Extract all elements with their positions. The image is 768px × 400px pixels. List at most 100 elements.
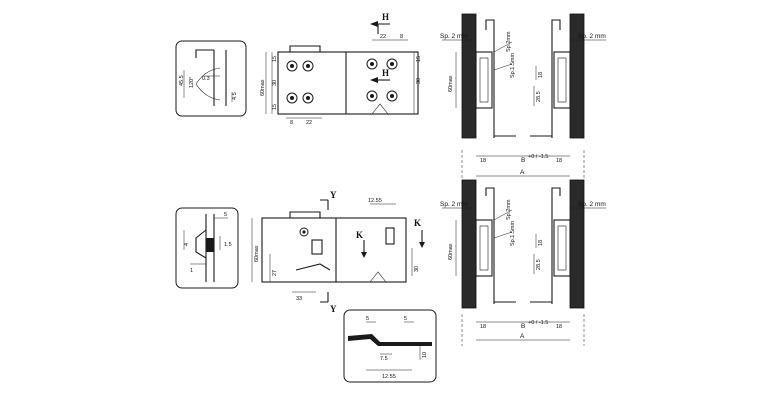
detail-label: 1.5 — [224, 242, 232, 248]
plate-outline — [261, 217, 407, 283]
thickness-label: Sp. 2 mm — [440, 201, 468, 208]
angle-arc — [195, 67, 221, 101]
dim-label: 22 — [380, 34, 386, 40]
hook-profile — [195, 49, 214, 58]
dim-label: 18 — [480, 158, 486, 164]
plate-outline — [277, 51, 419, 115]
drawer-side-right — [551, 187, 561, 304]
detail-label: 4 — [184, 243, 190, 246]
dim-a-label: A — [520, 169, 525, 176]
arrow-head — [370, 77, 378, 83]
hole-center — [390, 94, 394, 98]
dim-label: 60max — [260, 79, 266, 96]
detail-label: 4.5 — [232, 92, 238, 100]
hole-center — [302, 230, 306, 234]
section-label: Y — [330, 190, 337, 200]
detail-label: 120° — [189, 77, 195, 88]
height-label: 60max — [448, 75, 454, 92]
view-top-front: H H 22 8 15 30 15 60max 8 22 30 15 — [260, 12, 422, 126]
runner-right — [553, 51, 571, 109]
sp-label: Sp.2mm — [506, 31, 512, 52]
dim-label: 18 — [538, 72, 544, 78]
dim-lines — [265, 39, 415, 119]
section-label: K — [356, 230, 363, 240]
dim-label: 22 — [306, 120, 312, 126]
dim-label: 33 — [296, 296, 302, 302]
dim-lines — [251, 203, 413, 293]
detail-frame — [175, 40, 247, 117]
hole-center — [290, 96, 294, 100]
arrow-head — [361, 252, 367, 258]
detail-bottom-center: 5 5 7.5 10 12.55 — [343, 309, 437, 383]
dim-lines — [442, 39, 606, 177]
dim-b-tolerance: +0 / -1.5 — [528, 154, 548, 160]
hole-center — [306, 96, 310, 100]
section-label: K — [414, 218, 421, 228]
latch-block — [385, 227, 395, 245]
arrow-head — [419, 242, 425, 248]
height-label: 60max — [448, 243, 454, 260]
dim-label: 15 — [416, 56, 422, 62]
thickness-label: Sp. 2 mm — [578, 33, 606, 40]
detail-label: 10 — [422, 352, 428, 358]
detail-label: 0.3 — [202, 76, 210, 82]
catch-block — [311, 239, 323, 255]
section-top-right: Sp. 2 mm Sp. 2 mm Sp.2mm Sp.1.5mm 60max … — [440, 13, 606, 180]
dim-b-label: B — [521, 323, 525, 330]
dim-label: 30 — [414, 266, 420, 272]
detail-label: 7.5 — [380, 356, 388, 362]
sp-label: Sp.1.5mm — [510, 221, 516, 246]
sp-label: Sp.1.5mm — [510, 53, 516, 78]
drawer-side-right — [551, 19, 561, 138]
thickness-label: Sp. 2 mm — [440, 33, 468, 40]
runner-left-inner — [479, 225, 489, 271]
dim-label: 12.55 — [368, 198, 382, 204]
section-label: H — [382, 12, 389, 22]
hole-center — [390, 62, 394, 66]
dim-label: 28.5 — [536, 259, 542, 270]
thickness-label: Sp. 2 mm — [578, 201, 606, 208]
detail-dims — [183, 70, 233, 102]
dim-label: 27 — [272, 270, 278, 276]
dim-a-label: A — [520, 333, 525, 340]
cabinet-wall-left — [461, 179, 477, 309]
cabinet-wall-right — [569, 179, 585, 309]
hole-center — [370, 62, 374, 66]
sp-label: Sp.2mm — [506, 199, 512, 220]
clip-body — [206, 238, 214, 252]
dim-label: 30 — [272, 80, 278, 86]
hole-center — [290, 64, 294, 68]
section-label: H — [382, 68, 389, 78]
section-label: Y — [330, 304, 337, 314]
view-bottom-front: Y Y K K 12.55 60max 27 33 30 — [251, 190, 425, 314]
plate-notch — [371, 103, 389, 115]
runner-left — [475, 51, 493, 109]
dim-b-tolerance: +0 / -1.5 — [528, 320, 548, 326]
detail-dims — [183, 217, 228, 265]
dim-label: 8 — [290, 120, 293, 126]
dim-label: 8 — [400, 34, 403, 40]
detail-dims — [366, 321, 421, 371]
hole-center — [306, 64, 310, 68]
section-arrow — [377, 23, 390, 34]
dim-label: 15 — [272, 56, 278, 62]
detail-bottom-left: 5 4 1.5 1 — [175, 207, 239, 289]
catch-profile — [348, 334, 432, 346]
plate-notch — [369, 271, 387, 283]
drawer-side-left — [485, 19, 495, 138]
dim-label: 28.5 — [536, 91, 542, 102]
plate-tab — [289, 45, 321, 52]
dim-label: 15 — [272, 104, 278, 110]
dim-label: 30 — [416, 78, 422, 84]
dim-b-label: B — [521, 157, 525, 164]
detail-label: 12.55 — [382, 374, 396, 380]
runner-left-inner — [479, 57, 489, 103]
dim-lines — [442, 207, 606, 341]
runner-right — [553, 219, 571, 277]
dim-label: 18 — [556, 158, 562, 164]
dim-label: 18 — [538, 240, 544, 246]
runner-left — [475, 219, 493, 277]
runner-right-inner — [557, 57, 567, 103]
drawer-side-left — [485, 187, 495, 304]
